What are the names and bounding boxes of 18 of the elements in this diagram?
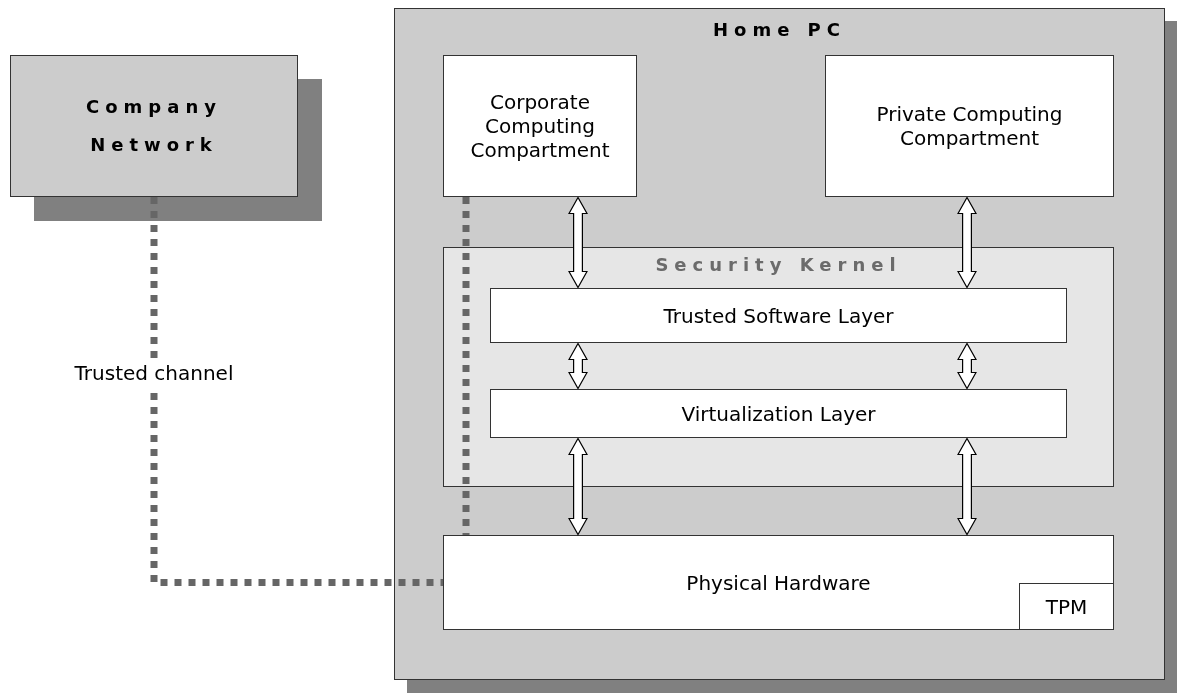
dotted-line: [462, 197, 470, 535]
box-label: TPM: [1045, 594, 1088, 619]
box-label: Private Computing Compartment: [875, 102, 1064, 150]
kernel-panel: [443, 247, 1114, 487]
box-label: Corporate Computing Compartment: [469, 90, 611, 162]
heading: Security Kernel: [655, 254, 902, 276]
layer-box: [490, 389, 1067, 438]
heading: Company Network: [85, 95, 223, 157]
heading: Home PC: [712, 19, 847, 41]
box-label: Virtualization Layer: [681, 401, 876, 426]
compartment-box: [825, 55, 1114, 197]
layer-box: [490, 288, 1067, 343]
compartment-box: [443, 55, 637, 197]
hardware-box: [443, 535, 1114, 630]
box-label: Trusted Software Layer: [663, 303, 894, 328]
box-label: Physical Hardware: [686, 570, 871, 595]
dotted-line: [150, 197, 443, 586]
chip-box: [1019, 583, 1114, 630]
